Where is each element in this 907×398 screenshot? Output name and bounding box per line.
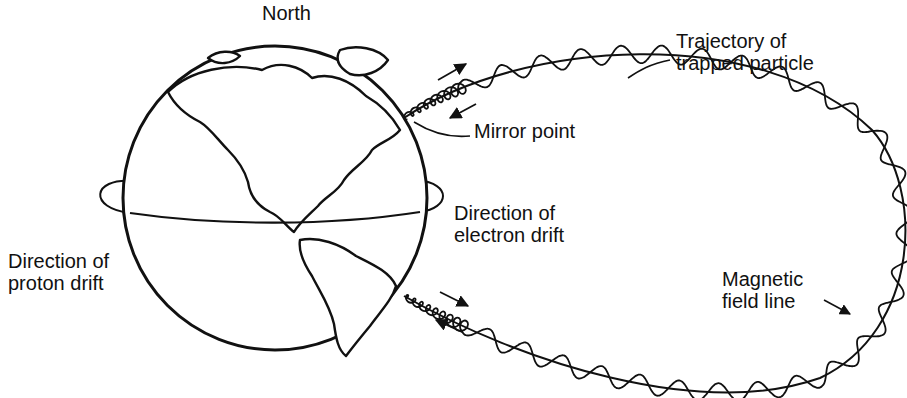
motion-arrows xyxy=(436,64,476,332)
field-line-leader xyxy=(824,300,850,314)
magnetic-field-line xyxy=(404,54,905,392)
continents xyxy=(168,47,400,356)
mirror-point-leader xyxy=(414,122,470,136)
mirror-point-label: Mirror point xyxy=(474,120,624,142)
proton-drift-label: Direction of proton drift xyxy=(8,250,148,295)
trajectory-label: Trajectory of trapped particle xyxy=(676,30,848,75)
drift-ring-front xyxy=(130,212,420,223)
trajectory-path xyxy=(404,46,907,398)
north-label: North xyxy=(262,2,352,24)
trajectory-leader xyxy=(628,60,670,78)
electron-drift-label: Direction of electron drift xyxy=(454,202,604,247)
field-line-label: Magnetic field line xyxy=(722,268,834,313)
particle-trajectory xyxy=(404,46,907,398)
